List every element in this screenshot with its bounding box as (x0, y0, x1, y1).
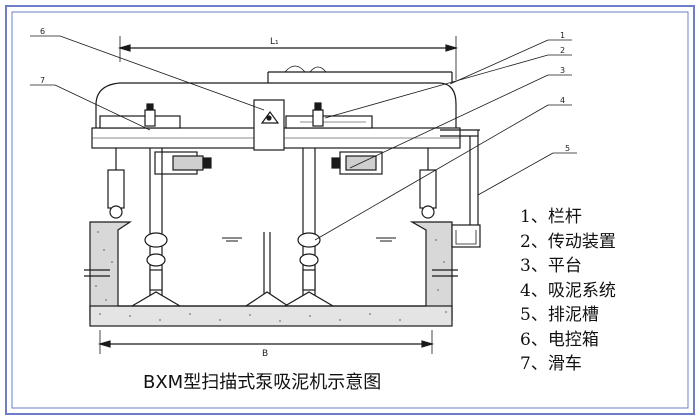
callout-number-4: 4 (560, 96, 565, 105)
suction-heads (131, 291, 334, 307)
inner-border (11, 11, 689, 409)
dimension-label-base: B (262, 349, 268, 359)
legend-item-sludge-trough: 5、排泥槽 (520, 305, 599, 325)
trolley-right (419, 148, 437, 219)
legend-list: 1、栏杆 2、传动装置 3、平台 4、吸泥系统 5、排泥槽 6、电控箱 7、滑车 (520, 205, 690, 377)
center-rod (263, 232, 271, 300)
pump-assembly-right (331, 151, 383, 175)
drive-motor-right (312, 102, 324, 127)
callout-number-5: 5 (565, 144, 570, 153)
legend-item-drive: 2、传动装置 (520, 231, 616, 252)
legend-item-suction-system: 4、吸泥系统 (520, 280, 616, 301)
legend-item-railing: 1、栏杆 (520, 207, 582, 227)
outer-border (5, 5, 695, 415)
drive-motor-left (144, 103, 156, 127)
callout-number-6: 6 (40, 27, 45, 36)
dimension-label-span: L₁ (270, 37, 279, 47)
suction-column-left (144, 148, 168, 300)
suction-column-right (297, 148, 321, 300)
water-level-marks (222, 237, 396, 242)
legend-item-platform: 3、平台 (520, 256, 582, 276)
trolley-left (107, 148, 125, 219)
dimension-line-bottom (97, 330, 435, 354)
sludge-trough (451, 224, 481, 248)
dimension-line-top (117, 36, 459, 80)
callout-number-7: 7 (40, 76, 45, 85)
callout-number-3: 3 (560, 66, 565, 75)
legend-item-control-box: 6、电控箱 (520, 329, 599, 350)
leader-lines (30, 35, 577, 241)
callout-number-1: 1 (560, 31, 565, 40)
tank-wall-left (84, 221, 132, 321)
concrete-texture (95, 231, 447, 322)
pump-assembly-left (154, 151, 212, 175)
tank-wall-right (409, 221, 458, 321)
legend-item-trolley: 7、滑车 (520, 354, 582, 374)
tank-floor (89, 305, 453, 327)
railing (95, 65, 457, 128)
callout-number-2: 2 (560, 46, 565, 55)
figure-caption: BXM型扫描式泵吸泥机示意图 (143, 372, 382, 393)
control-box (253, 99, 285, 151)
